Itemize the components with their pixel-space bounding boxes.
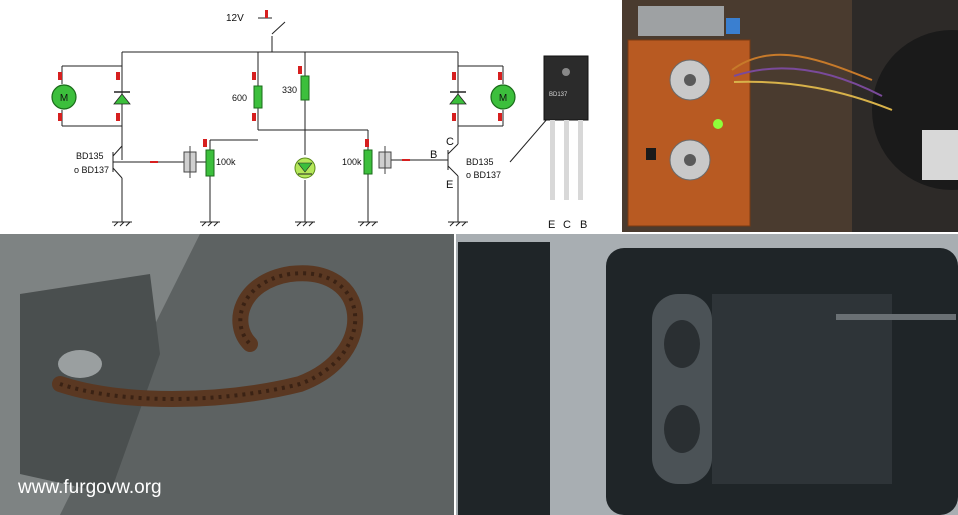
diode-right (449, 93, 467, 105)
right-transistor-label: BD135 (466, 157, 494, 167)
resistor-330 (300, 75, 310, 101)
transistor-package: BD137 (543, 55, 589, 200)
circuit-schematic: M M 12V 600 330 100k 100k BD135 o BD137 … (0, 0, 620, 232)
motor-right-label: M (499, 93, 507, 104)
package-pin-c: C (563, 219, 571, 231)
diode-left (113, 93, 131, 105)
left-transistor-label: BD135 (76, 151, 104, 161)
terminal-block (638, 6, 724, 36)
right-transistor-alt-label: o BD137 (466, 170, 501, 180)
package-pin-e: E (548, 219, 555, 231)
left-transistor-alt-label: o BD137 (74, 165, 109, 175)
schematic-drawing: M M 12V 600 330 100k 100k BD135 o BD137 … (51, 10, 589, 231)
resistor-600-label: 600 (232, 93, 247, 103)
motor-left-label: M (60, 93, 68, 104)
bolt (58, 350, 102, 378)
van-window-photo (456, 234, 958, 515)
resistor-600 (253, 85, 263, 109)
base-pin-label: B (430, 149, 437, 161)
pot-left-label: 100k (216, 157, 236, 167)
pot-right-label: 100k (342, 157, 362, 167)
led-glowing (713, 119, 723, 129)
motor-right (490, 84, 516, 110)
motor-left (51, 84, 77, 110)
emitter-pin-label: E (446, 179, 453, 191)
rebar-hook-photo: www.furgovw.org (0, 234, 454, 515)
supply-label: 12V (226, 13, 244, 24)
perfboard-photo (622, 0, 958, 232)
resistor-330-label: 330 (282, 85, 297, 95)
potentiometer-left (205, 149, 215, 177)
transistor-marking: BD137 (549, 92, 568, 98)
watermark: www.furgovw.org (18, 477, 162, 498)
potentiometer-right (363, 149, 373, 175)
collector-pin-label: C (446, 136, 454, 148)
package-pin-b: B (580, 219, 587, 231)
test-point-marks (58, 10, 502, 163)
